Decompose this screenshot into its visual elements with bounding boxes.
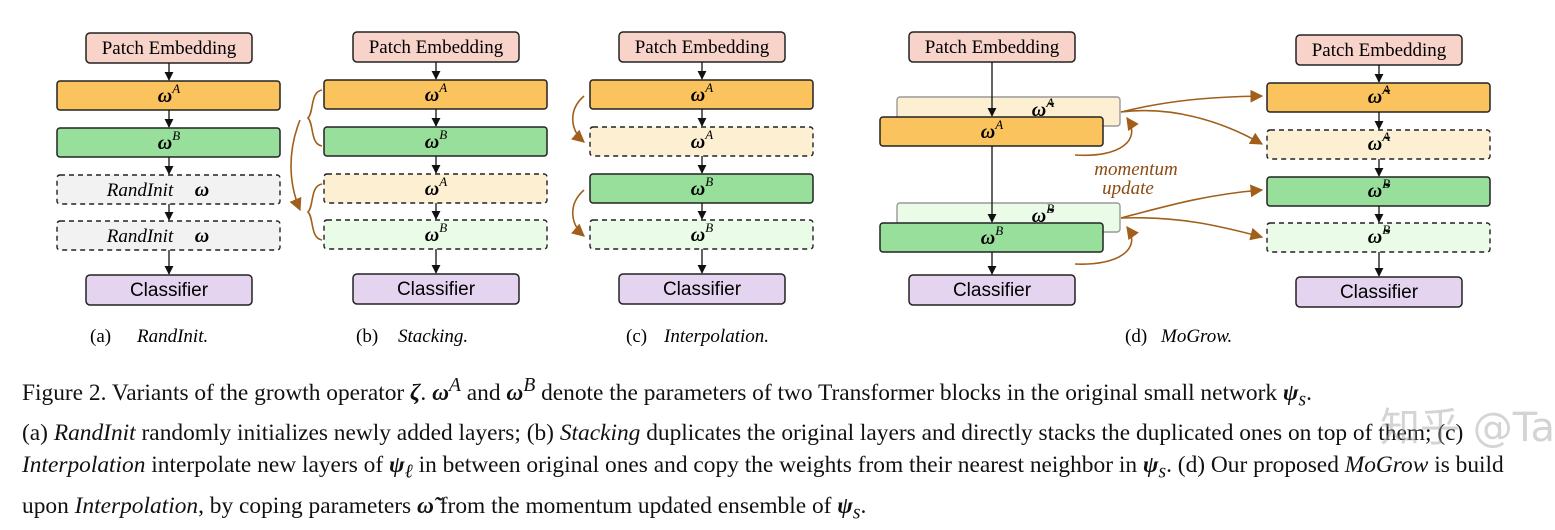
patch-embedding-box: Patch Embedding [85, 32, 253, 64]
block-omega-a: ωA [589, 79, 814, 110]
grown-block-a: ω̃A [1266, 82, 1491, 113]
copy-arrow [289, 119, 302, 212]
svg-text:ω: ω [195, 225, 209, 247]
panel-b-stacking: Patch Embedding ωA ωB ωA ωB Classifier [289, 31, 548, 347]
grown-block-b: ω̃B [1266, 176, 1491, 207]
svg-text:Patch Embedding: Patch Embedding [925, 37, 1060, 58]
copy-arrow-b1 [1120, 184, 1264, 219]
svg-text:Classifier: Classifier [397, 279, 476, 300]
copy-arrow-a2 [1120, 109, 1264, 145]
classifier-box: Classifier [352, 273, 520, 305]
svg-text:RandInit: RandInit [106, 226, 174, 247]
classifier-box-grown: Classifier [1295, 276, 1463, 308]
svg-text:ωA: ωA [425, 80, 447, 106]
block-omega-a-interp: ωA [589, 126, 814, 157]
block-omega-b: ωB [879, 222, 1104, 253]
block-omega-b-interp: ωB [589, 219, 814, 250]
copy-arrow-a1 [1120, 89, 1264, 113]
block-omega-a: ωA [56, 80, 281, 111]
panel-d-mogrow: Patch Embedding ω̃A ωA ω̃B ωB Classifier… [879, 31, 1491, 347]
subcaption-a-name: RandInit. [136, 326, 208, 347]
svg-text:ωA: ωA [158, 81, 180, 107]
svg-text:ωA: ωA [425, 174, 447, 200]
panel-c-interpolation: Patch Embedding ωA ωA ωB ωB Classifier (… [571, 31, 814, 347]
brace-top [306, 89, 323, 147]
grown-block-a-copy: ω̃A [1266, 129, 1491, 160]
subcaption-d-tag: (d) [1125, 326, 1147, 347]
momentum-arrow-a [1074, 116, 1139, 157]
svg-text:RandInit: RandInit [106, 180, 174, 201]
svg-text:ωA: ωA [691, 80, 713, 106]
block-omega-b: ωB [323, 126, 548, 157]
svg-text:Classifier: Classifier [663, 279, 742, 300]
subcaption-d-name: MoGrow. [1160, 326, 1232, 347]
svg-text:Patch Embedding: Patch Embedding [102, 38, 237, 59]
subcaption-c-name: Interpolation. [663, 326, 769, 347]
momentum-label-line1: momentum [1094, 159, 1177, 180]
svg-text:ωB: ωB [158, 128, 180, 154]
block-randinit-2: RandInit ω [56, 220, 281, 251]
classifier-box: Classifier [618, 273, 786, 305]
brace-bottom [306, 183, 323, 241]
momentum-label-line2: update [1102, 178, 1154, 199]
block-omega-a-copy: ωA [323, 173, 548, 204]
svg-text:ωB: ωB [425, 127, 447, 153]
grown-block-b-copy: ω̃B [1266, 222, 1491, 253]
subcaption-b-name: Stacking. [398, 326, 468, 347]
svg-text:ωB: ωB [691, 220, 713, 246]
svg-text:Patch Embedding: Patch Embedding [635, 37, 770, 58]
caption-line-1: Figure 2. Variants of the growth operato… [22, 375, 1312, 411]
patch-embedding-box-grown: Patch Embedding [1295, 34, 1463, 66]
block-omega-b: ωB [589, 173, 814, 204]
classifier-box: Classifier [85, 274, 253, 306]
interp-arrow-b [571, 189, 585, 237]
subcaption-c-tag: (c) [626, 326, 647, 347]
classifier-box: Classifier [908, 274, 1076, 306]
block-omega-a: ωA [879, 116, 1104, 147]
svg-text:Classifier: Classifier [130, 280, 209, 301]
svg-text:Patch Embedding: Patch Embedding [369, 37, 504, 58]
svg-text:ωA: ωA [981, 117, 1003, 143]
figure-diagram: Patch Embedding ωA ωB RandInit ω RandIni… [56, 31, 1491, 347]
subcaption-a-tag: (a) [90, 326, 111, 347]
svg-text:ωA: ωA [691, 127, 713, 153]
block-omega-b-copy: ωB [323, 219, 548, 250]
block-randinit-1: RandInit ω [56, 174, 281, 205]
subcaption-b-tag: (b) [356, 326, 378, 347]
svg-text:ωB: ωB [425, 220, 447, 246]
interp-arrow-a [571, 95, 585, 143]
block-omega-b: ωB [56, 127, 281, 158]
copy-arrow-b2 [1120, 216, 1264, 241]
caption-body: (a) RandInit randomly initializes newly … [22, 419, 1504, 524]
patch-embedding-box: Patch Embedding [618, 31, 786, 63]
svg-text:Classifier: Classifier [1340, 282, 1419, 303]
patch-embedding-box: Patch Embedding [352, 31, 520, 63]
block-omega-a: ωA [323, 79, 548, 110]
svg-text:ωB: ωB [691, 174, 713, 200]
panel-a-randinit: Patch Embedding ωA ωB RandInit ω RandIni… [56, 32, 281, 347]
svg-text:ω: ω [195, 179, 209, 201]
momentum-arrow-b [1074, 225, 1139, 265]
watermark: 知乎 @Taki [1380, 405, 1555, 451]
figure-caption: Figure 2. Variants of the growth operato… [22, 370, 1537, 530]
svg-text:ωB: ωB [981, 223, 1003, 249]
svg-text:Patch Embedding: Patch Embedding [1312, 40, 1447, 61]
patch-embedding-box: Patch Embedding [908, 31, 1076, 63]
svg-text:Classifier: Classifier [953, 280, 1032, 301]
